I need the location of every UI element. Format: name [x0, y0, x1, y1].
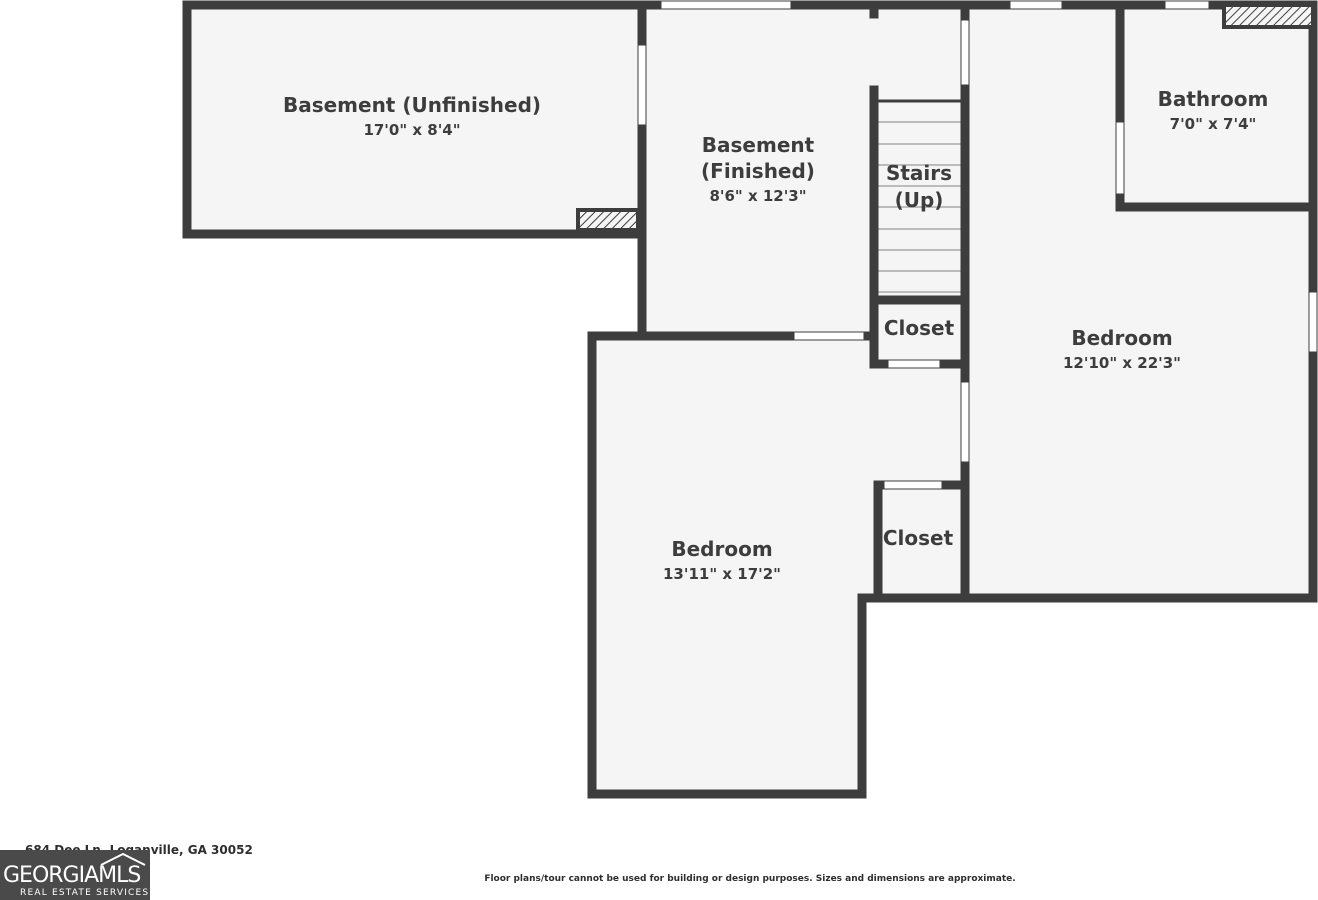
room-basement-finished-name-1: Basement — [702, 133, 815, 157]
room-stairs-name-2: (Up) — [895, 188, 944, 212]
room-bedroom-left-name: Bedroom — [671, 537, 772, 561]
house-roof-icon — [100, 852, 146, 866]
window-top-bathroom — [1164, 0, 1210, 10]
window-top-finished — [660, 0, 792, 10]
room-basement-finished-name-2: (Finished) — [701, 159, 815, 183]
door-basement — [637, 44, 647, 126]
hatch-basement — [576, 208, 640, 232]
door-closet-lower — [883, 480, 943, 490]
room-bathroom-name: Bathroom — [1158, 87, 1269, 111]
door-bathroom — [1115, 121, 1125, 195]
room-labels: Basement (Unfinished) 17'0" x 8'4" Basem… — [283, 87, 1268, 583]
room-closet-lower-name: Closet — [883, 526, 954, 550]
floor-basement-finished — [642, 5, 874, 336]
room-bedroom-right-name: Bedroom — [1071, 326, 1172, 350]
door-bedroom-left — [793, 331, 865, 341]
room-stairs-name-1: Stairs — [886, 161, 952, 185]
logo-subtitle: REAL ESTATE SERVICES — [20, 888, 150, 898]
room-basement-unfinished-name: Basement (Unfinished) — [283, 93, 541, 117]
georgia-mls-logo: GEORGIAMLS REAL ESTATE SERVICES — [0, 850, 150, 900]
door-bedroom-right — [960, 381, 970, 463]
door-hall-right — [960, 19, 970, 86]
stair-treads — [878, 121, 961, 293]
door-closet-upper — [887, 359, 941, 369]
logo-wordmark: GEORGIAMLS — [3, 863, 141, 888]
floor-bedroom-left — [592, 336, 965, 794]
room-basement-finished-dims: 8'6" x 12'3" — [709, 187, 806, 205]
floor-basement-unfinished — [187, 5, 642, 234]
floor-bedroom-right — [965, 5, 1313, 599]
floor-stairs — [874, 97, 965, 300]
room-bedroom-left-dims: 13'11" x 17'2" — [663, 565, 781, 583]
room-closet-upper-name: Closet — [884, 316, 955, 340]
hatched-areas — [576, 3, 1315, 232]
floor-closet-lower — [878, 485, 965, 598]
floor-hall — [874, 5, 965, 97]
room-basement-unfinished-dims: 17'0" x 8'4" — [363, 121, 460, 139]
disclaimer-text: Floor plans/tour cannot be used for buil… — [484, 874, 1016, 884]
window-right-bedroom — [1308, 291, 1318, 353]
window-top-bedroom — [1009, 0, 1063, 10]
hatch-bathroom — [1222, 3, 1315, 29]
room-bedroom-right-dims: 12'10" x 22'3" — [1063, 354, 1181, 372]
room-bathroom-dims: 7'0" x 7'4" — [1170, 115, 1257, 133]
openings — [637, 0, 1318, 490]
floor-areas — [187, 5, 1313, 794]
